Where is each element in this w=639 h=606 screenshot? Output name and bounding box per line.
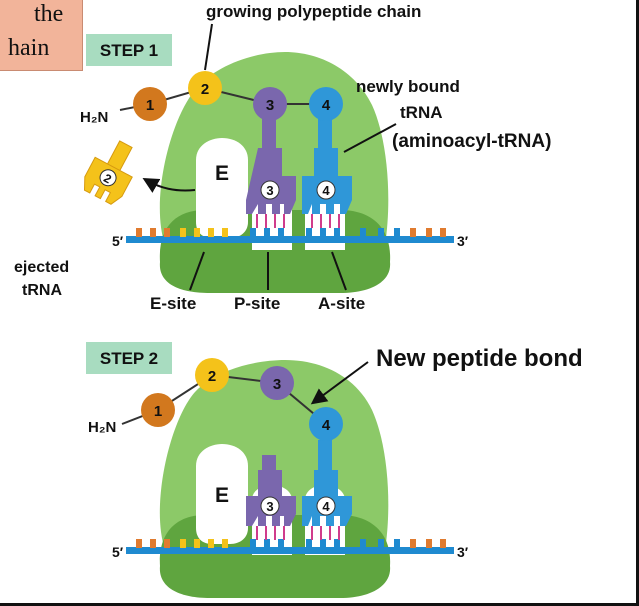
step1-a-site-trna: 4: [302, 118, 352, 228]
step2-mrna-5prime: 5′: [112, 544, 124, 560]
step1-eject-arrow: [142, 178, 196, 193]
step2-residue-4-label: 4: [322, 417, 331, 434]
step2-residue-1-label: 1: [154, 403, 162, 420]
e-site-label: E-site: [150, 294, 196, 313]
new-peptide-bond-arrow: [310, 361, 369, 405]
step2-e-letter: E: [215, 484, 229, 507]
cropped-note-line-2: hain: [8, 35, 50, 61]
step1-trna-number-4: 4: [322, 183, 330, 198]
step1-n-terminus: H₂N: [80, 109, 108, 126]
a-site-pointer: [331, 251, 347, 291]
right-border: [636, 0, 639, 606]
step1-title-pointer: [204, 23, 213, 71]
step1-residue-1: [133, 87, 167, 121]
step2-trna-number-3: 3: [266, 499, 273, 514]
step2-trna-number-4: 4: [322, 499, 330, 514]
step2-residue-1: [141, 393, 175, 427]
step2-mrna-codons: [136, 539, 446, 548]
step1-residue-4-label: 4: [322, 97, 331, 114]
step1-mrna-codons: [136, 228, 446, 237]
newly-bound-pointer: [343, 123, 397, 153]
step2-mrna-strand: [126, 547, 454, 554]
step2-residue-3: [260, 366, 294, 400]
step1-e-site-cavity: [196, 138, 248, 238]
newly-bound-label-3: (aminoacyl-tRNA): [392, 131, 551, 152]
p-site-label: P-site: [234, 294, 280, 313]
step2-residue-4: [309, 407, 343, 441]
step2-n-terminus: H₂N: [88, 419, 116, 436]
step1-mrna-3prime: 3′: [457, 233, 469, 249]
step1-label-box: [86, 34, 172, 66]
step2-label-box: [86, 342, 172, 374]
step2-a-site-trna: 4: [302, 440, 352, 540]
a-site-label: A-site: [318, 294, 365, 313]
step1-mrna-strand: [126, 236, 454, 243]
step2-residue-2: [195, 358, 229, 392]
step2-p-site-trna: 3: [246, 455, 296, 540]
step1-residue-2-label: 2: [201, 81, 209, 98]
step2-residue-3-label: 3: [273, 376, 281, 393]
step1-trna-number-3: 3: [266, 183, 273, 198]
cropped-note-box: the hain: [0, 0, 83, 71]
ejected-label-1: ejected: [14, 259, 69, 276]
step2-title: New peptide bond: [376, 345, 583, 372]
step1-residue-1-label: 1: [146, 97, 154, 114]
ejected-label-2: tRNA: [22, 282, 62, 299]
cropped-note-line-1: the: [34, 1, 64, 27]
step1-ejected-trna: 2: [83, 140, 133, 205]
step2-label: STEP 2: [100, 349, 158, 368]
step1-residue-4: [309, 87, 343, 121]
step2-e-site-cavity: [196, 444, 248, 544]
bottom-border: [0, 603, 639, 606]
step1-e-letter: E: [215, 162, 229, 185]
newly-bound-label-2: tRNA: [400, 103, 443, 122]
e-site-pointer: [189, 251, 205, 291]
step2-mrna-3prime: 3′: [457, 544, 469, 560]
step1-mrna-5prime: 5′: [112, 233, 124, 249]
step1-residue-3: [253, 87, 287, 121]
step1-p-site-trna: 3: [246, 118, 296, 228]
newly-bound-label-1: newly bound: [356, 77, 460, 96]
step2-panel: E 5′ 3′ 3: [86, 342, 583, 598]
step2-residue-2-label: 2: [208, 368, 216, 385]
step1-residue-3-label: 3: [266, 97, 274, 114]
step1-label: STEP 1: [100, 41, 158, 60]
step1-title: growing polypeptide chain: [206, 2, 421, 21]
step1-residue-2: [188, 71, 222, 105]
step1-panel: E 5′ 3′ 3: [14, 2, 551, 313]
